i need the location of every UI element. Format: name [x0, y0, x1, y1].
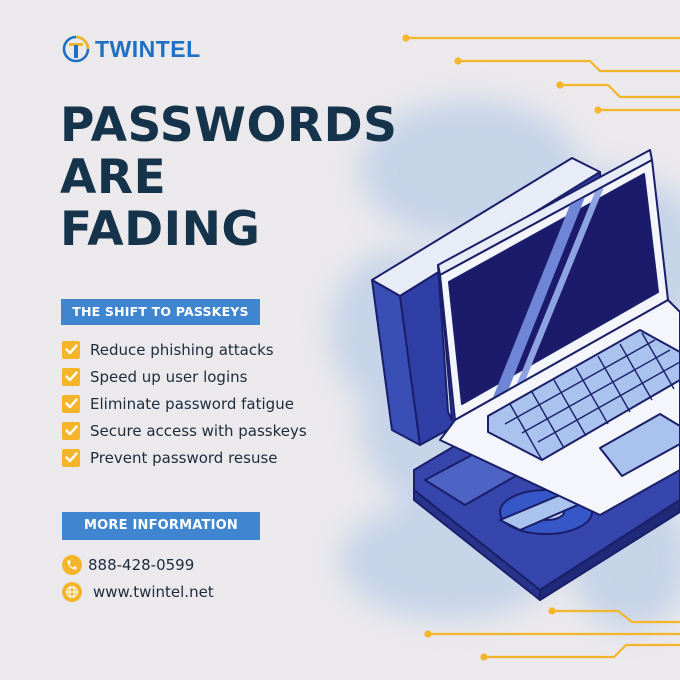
checkmark-icon	[62, 421, 80, 440]
benefits-list: Reduce phishing attacks Speed up user lo…	[62, 336, 307, 471]
checkmark-icon	[62, 448, 80, 467]
checkmark-icon	[62, 340, 80, 359]
benefit-text: Reduce phishing attacks	[90, 340, 274, 359]
brand-name: TWINTEL	[95, 36, 201, 62]
benefit-text: Speed up user logins	[90, 367, 248, 386]
website-contact[interactable]: www.twintel.net	[62, 582, 214, 602]
list-item: Eliminate password fatigue	[62, 390, 307, 417]
benefit-text: Secure access with passkeys	[90, 421, 307, 440]
headline-line-3: FADING	[60, 202, 261, 257]
phone-number: 888-428-0599	[88, 556, 195, 574]
phone-icon	[62, 555, 82, 575]
list-item: Secure access with passkeys	[62, 417, 307, 444]
circuit-lines-bottom	[426, 609, 680, 659]
benefit-text: Eliminate password fatigue	[90, 394, 294, 413]
checkmark-icon	[62, 394, 80, 413]
phone-contact[interactable]: 888-428-0599	[62, 555, 194, 575]
website-url: www.twintel.net	[93, 583, 214, 601]
checkmark-icon	[62, 367, 80, 386]
benefit-text: Prevent password resuse	[90, 448, 278, 467]
headline: PASSWORDS ARE FADING	[60, 100, 397, 256]
list-item: Speed up user logins	[62, 363, 307, 390]
list-item: Prevent password resuse	[62, 444, 307, 471]
headline-line-2: ARE	[60, 150, 167, 205]
globe-icon	[62, 582, 82, 602]
more-information-button[interactable]: MORE INFORMATION	[62, 512, 260, 540]
list-item: Reduce phishing attacks	[62, 336, 307, 363]
headline-line-1: PASSWORDS	[60, 98, 398, 153]
section-label-badge: THE SHIFT TO PASSKEYS	[61, 299, 260, 325]
laptop-illustration	[371, 149, 680, 601]
brand-logo: TWINTEL	[61, 34, 201, 64]
circuit-lines-top	[404, 36, 680, 112]
twintel-shield-logo-icon	[62, 35, 90, 63]
